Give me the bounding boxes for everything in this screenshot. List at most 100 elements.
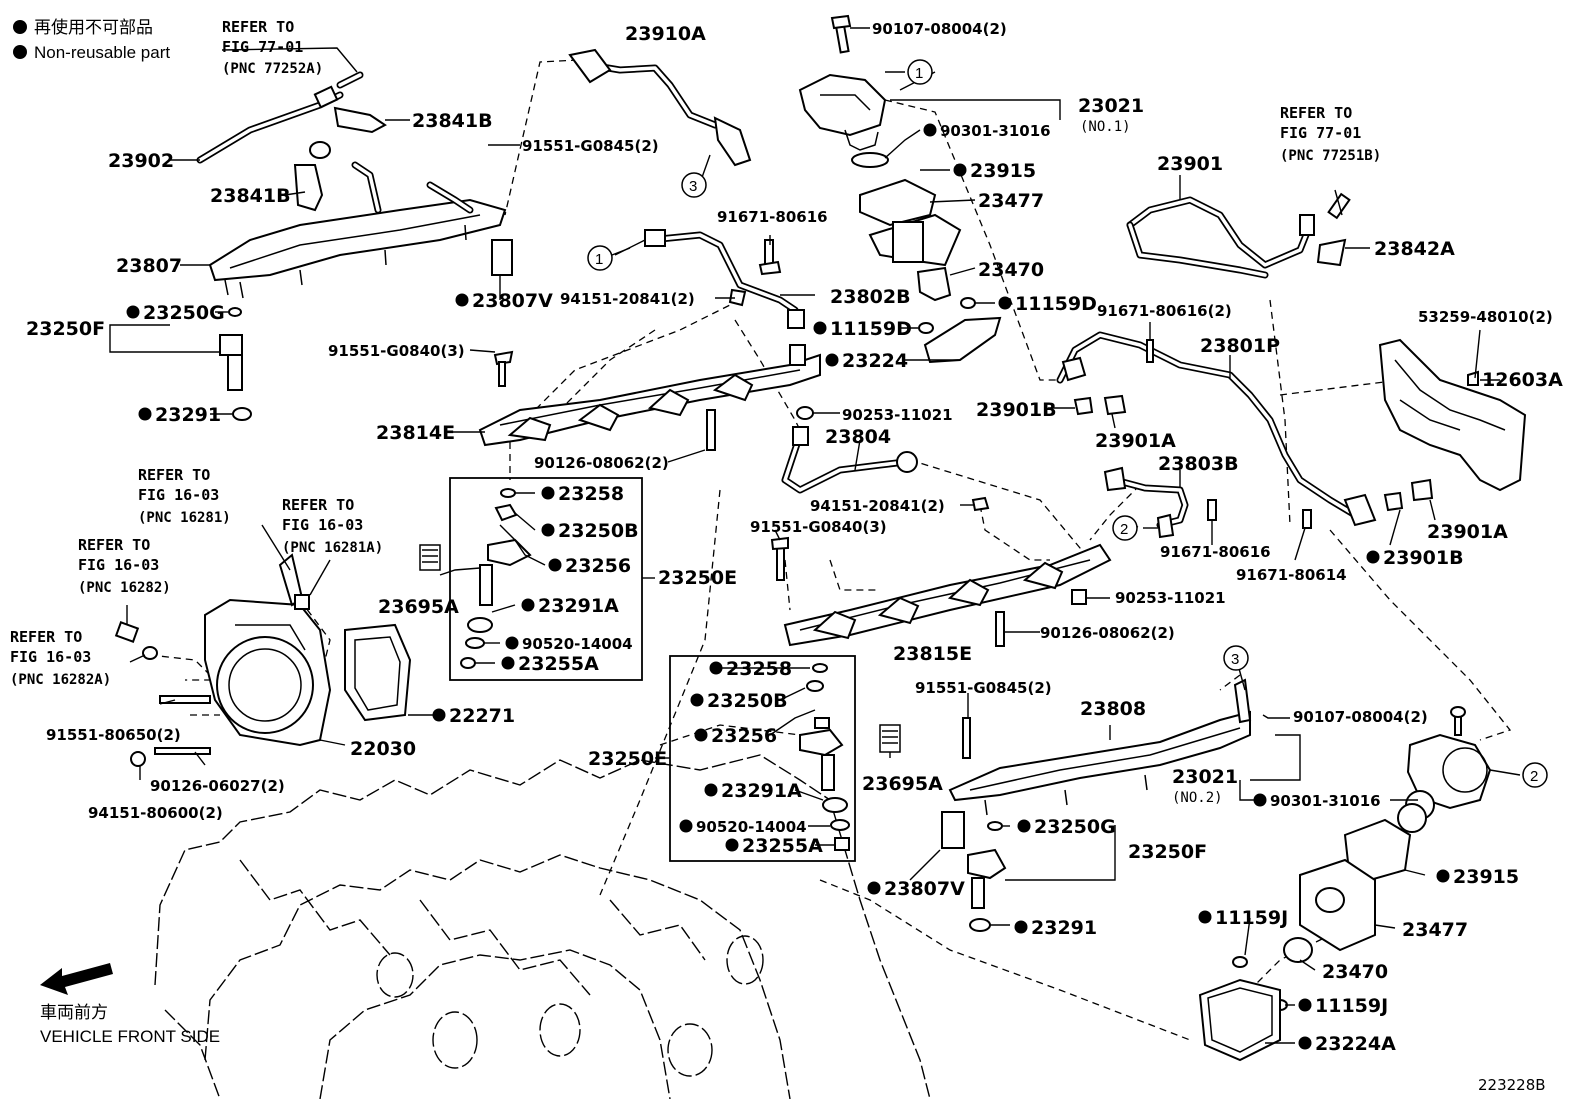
refer-to-line: (PNC 77251B) [1280,148,1381,164]
non-reusable-dot-icon [813,321,827,335]
part-label: 91551-G0840(3) [328,342,465,360]
part-label: 90520-14004 [696,818,807,836]
non-reusable-dot-icon [1298,998,1312,1012]
part-label: 11159J [1315,995,1388,1017]
part-label: 23470 [978,259,1044,281]
injector-kit-box-23250E-upper [449,477,643,681]
part-label: 23901B [1383,547,1464,569]
non-reusable-dot-icon [1366,550,1380,564]
part-label: 23250G [1034,816,1116,838]
refer-to-line: FIG 16-03 [138,486,219,504]
non-reusable-dot-icon [690,693,704,707]
callout-markers: 1 1 2 2 3 3 [587,59,1548,788]
part-label: 91551-G0845(2) [522,137,659,155]
callout-2-middle [1112,515,1138,541]
part-label: 22271 [449,705,515,727]
throttle-body-22030 [114,553,412,767]
part-labels: 23910A 90107-08004(2) 23021 (NO.1) 90301… [26,20,1563,1055]
non-reusable-dot-icon [923,123,937,137]
non-reusable-dot-icon [455,293,469,307]
part-label: 94151-20841(2) [560,290,695,308]
part-label: 23910A [625,23,706,45]
part-label-sub: (NO.2) [1172,790,1223,806]
callout-3-lower [1223,645,1249,671]
non-reusable-dot-icon [13,45,27,59]
part-label: 91551-80650(2) [46,726,181,744]
front-arrow-icon [40,963,113,995]
refer-to-line: REFER TO [10,628,82,646]
legend-non-reusable-jp: 再使用不可部品 [34,17,153,37]
part-label: 23901B [976,399,1057,421]
refer-to-line: FIG 16-03 [78,556,159,574]
front-label-jp: 車両前方 [40,1003,108,1022]
part-label: 23258 [726,658,792,680]
refer-to-line: REFER TO [1280,104,1352,122]
injector-23250F-left [219,307,252,421]
part-label: 23842A [1374,238,1455,260]
callout-3-top [681,172,707,198]
part-label: 90253-11021 [1115,589,1226,607]
part-label: 23901 [1157,153,1223,175]
non-reusable-dot-icon [521,598,535,612]
callout-label: 3 [689,178,697,195]
part-label: 23814E [376,422,455,444]
part-label: 23256 [711,725,777,747]
part-label: 90126-06027(2) [150,777,285,795]
part-label: 94151-80600(2) [88,804,223,822]
pipe-23804 [781,426,918,494]
vehicle-front-indicator: 車両前方 VEHICLE FRONT SIDE [40,963,220,1046]
delivery-pipe-23815E [770,496,1112,647]
refer-to-line: (PNC 16281) [138,510,231,526]
part-label: 23841B [210,185,291,207]
part-label: 23250B [707,690,788,712]
part-label: 11159D [1015,293,1097,315]
non-reusable-dot-icon [709,661,723,675]
part-label: 23808 [1080,698,1146,720]
pipe-23910A [568,48,752,167]
part-label: 23804 [825,426,891,448]
part-label: 91671-80616 [1160,543,1271,561]
refer-to-line: (PNC 16282) [78,580,171,596]
part-label-sub: (NO.1) [1080,119,1131,135]
part-label: 90301-31016 [940,122,1051,140]
part-label: 23695A [378,596,459,618]
pipe-23901 [1126,192,1351,279]
part-label: 23470 [1322,961,1388,983]
bracket-12603A [1378,338,1527,492]
delivery-pipe-lower-23808 [941,678,1252,932]
part-label: 23224 [842,350,908,372]
front-label-en: VEHICLE FRONT SIDE [40,1027,220,1046]
part-label: 23250B [558,520,639,542]
non-reusable-dot-icon [432,708,446,722]
non-reusable-dot-icon [1198,910,1212,924]
part-label: 23803B [1158,453,1239,475]
non-reusable-dot-icon [1014,920,1028,934]
upper-left-fuel-pipe [196,71,387,212]
part-label: 23801P [1200,335,1280,357]
part-label: 23258 [558,483,624,505]
part-label: 23250F [26,318,105,340]
delivery-pipe-23814E [478,344,821,451]
non-reusable-dot-icon [825,353,839,367]
part-label: 91671-80616(2) [1097,302,1232,320]
part-label: 94151-20841(2) [810,497,945,515]
callout-label: 1 [915,65,923,82]
part-label: 23291 [1031,917,1097,939]
non-reusable-dot-icon [1017,819,1031,833]
part-label: 23256 [565,555,631,577]
refer-to-line: (PNC 16281A) [282,540,383,556]
callout-1-left [587,245,613,271]
part-label: 23902 [108,150,174,172]
pipe-23802B [644,229,805,329]
non-reusable-dot-icon [1253,793,1267,807]
part-label: 23695A [862,773,943,795]
part-label: 90107-08004(2) [872,20,1007,38]
non-reusable-dot-icon [1298,1036,1312,1050]
part-label: 23291A [538,595,619,617]
non-reusable-dot-icon [694,728,708,742]
refer-to-line: FIG 77-01 [222,38,303,56]
part-label: 23224A [1315,1033,1396,1055]
non-reusable-dot-icon [138,407,152,421]
part-label: 11159J [1215,907,1288,929]
